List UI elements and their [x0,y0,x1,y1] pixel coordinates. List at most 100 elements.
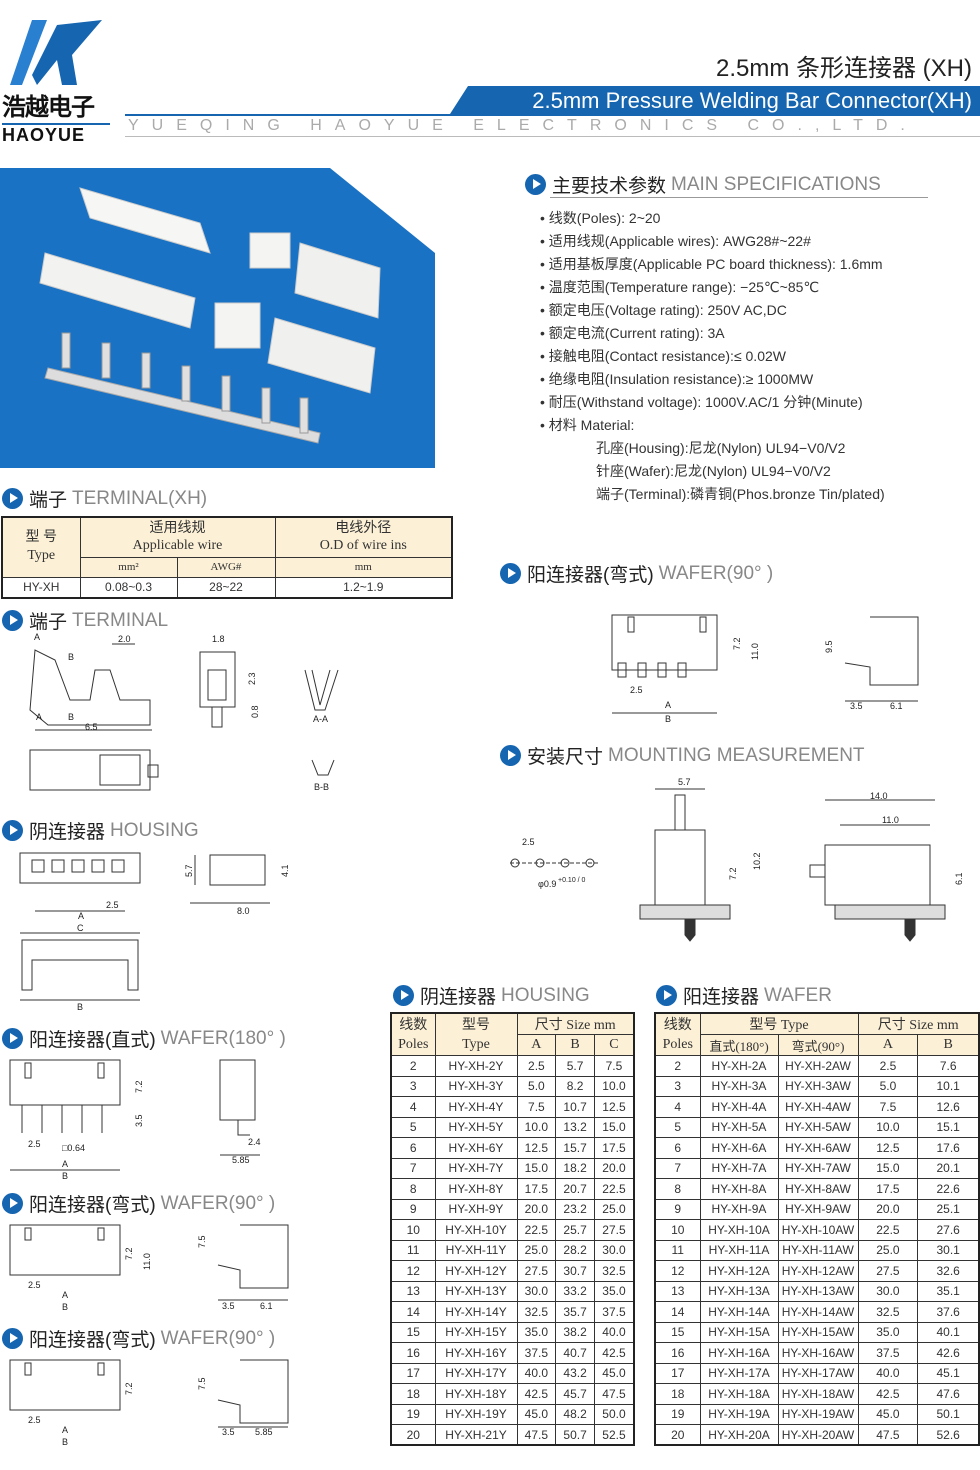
cell: 7.6 [917,1055,980,1077]
spec-item: • 线数(Poles): 2~20 [540,210,661,226]
cell: HY-XH-17Y [434,1362,518,1384]
cell: HY-XH-2Y [434,1055,518,1077]
dimension-label: B [665,714,671,724]
cell: 17 [654,1362,701,1384]
cell: 20.0 [516,1198,557,1220]
header-col-b: B [917,1034,980,1056]
header-size: 尺寸 Size mm [516,1012,635,1035]
cell: HY-XH-13Y [434,1280,518,1302]
cell: HY-XH-6AW [777,1137,859,1159]
cell: HY-XH-14A [699,1301,779,1323]
wafer180-drawing: 7.23.5 2.5□0.64 AB 2.45.85 [9,1059,261,1181]
cell: 4 [654,1096,701,1118]
cell: 40.0 [857,1362,919,1384]
play-bullet-icon [2,488,23,509]
cell: 19 [654,1403,701,1425]
cell: 12 [390,1260,436,1282]
header-size: 尺寸 Size mm [857,1012,980,1035]
unit-mm: mm [274,556,453,578]
cell: 32.5 [593,1260,635,1282]
cell: 5 [390,1116,436,1138]
cell: 5.0 [516,1075,557,1097]
cell: 27.5 [593,1219,635,1241]
cell: 37.5 [857,1342,919,1364]
dimension-label: A-A [313,714,328,724]
cell: 22.5 [516,1219,557,1241]
cell: 17.6 [917,1137,980,1159]
dimension-label: 2.5 [522,837,535,847]
cell: HY-XH-15A [699,1321,779,1343]
cell: 20 [654,1424,701,1446]
dimension-label: 6.1 [954,872,964,885]
cell: 47.6 [917,1383,980,1405]
cell: 8.2 [555,1075,595,1097]
cell: 40.7 [555,1342,595,1364]
dimension-label: 7.2 [732,637,742,650]
dimension-label: □0.64 [62,1143,85,1153]
cell: 9 [654,1198,701,1220]
cell: HY-XH-3Y [434,1075,518,1097]
cell: 22.6 [917,1178,980,1200]
dimension-label: A [36,712,42,722]
cell: HY-XH-16A [699,1342,779,1364]
play-bullet-icon [2,1028,23,1049]
title-en: 2.5mm Pressure Welding Bar Connector(XH) [532,88,972,113]
cell: 52.6 [917,1424,980,1446]
dimension-label: A [78,911,84,921]
cell: HY-XH-10Y [434,1219,518,1241]
dimension-label: B [62,1171,68,1181]
dimension-label: 7.2 [728,867,738,880]
dimension-label: 3.5 [134,1114,144,1127]
cell: 7.5 [593,1055,635,1077]
cell: HY-XH-16AW [777,1342,859,1364]
cell: 6 [390,1137,436,1159]
dimension-label: A [34,632,40,642]
unit-awg: AWG# [176,556,276,578]
cell: HY-XH-21Y [434,1424,518,1446]
cell: 10 [654,1219,701,1241]
cell: HY-XH-3AW [777,1075,859,1097]
dimension-label: 6.1 [890,701,903,711]
cell: 45.0 [857,1403,919,1425]
header-col-a: A [857,1034,919,1056]
cell: 40.0 [593,1321,635,1343]
cell: HY-XH-6Y [434,1137,518,1159]
cell: 32.5 [857,1301,919,1323]
cell: 45.7 [555,1383,595,1405]
cell: HY-XH-9A [699,1198,779,1220]
title-banner [450,86,980,114]
cell: 35.0 [516,1321,557,1343]
cell: HY-XH-12AW [777,1260,859,1282]
dimension-label: C [77,923,84,933]
header-poles-en: Poles [662,1036,693,1052]
dimension-label: A [62,1290,68,1300]
cell: HY-XH-19AW [777,1403,859,1425]
spec-item: • 绝缘电阻(Insulation resistance):≥ 1000MW [540,371,814,387]
cell: 10.0 [857,1116,919,1138]
cell: 3 [654,1075,701,1097]
cell: 12.5 [516,1137,557,1159]
play-bullet-icon [2,1328,23,1349]
cell: HY-XH-7A [699,1157,779,1179]
cell: 47.5 [516,1424,557,1446]
cell: 27.5 [857,1260,919,1282]
section-heading-wafer90-right: 阳连接器(弯式)WAFER(90° ) [500,560,773,587]
cell: HY-XH-7AW [777,1157,859,1179]
cell: 12.5 [857,1137,919,1159]
dimension-label: A [62,1159,68,1169]
